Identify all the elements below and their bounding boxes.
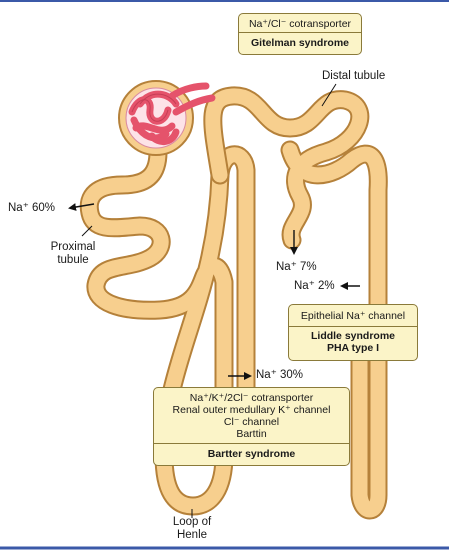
gitelman-syndrome-label: Gitelman syndrome [239, 32, 361, 51]
na-30-label: Na⁺ 30% [256, 369, 303, 382]
proximal-tubule-label: Proximal tubule [44, 241, 102, 267]
loop-of-henle-line1: Loop of [160, 516, 224, 529]
romk-label: Renal outer medullary K⁺ channel [154, 404, 349, 416]
enac-channel-label: Epithelial Na⁺ channel [289, 305, 417, 326]
cl-channel-label: Cl⁻ channel [154, 416, 349, 428]
bartter-syndrome-label: Bartter syndrome [154, 443, 349, 462]
na-7-label: Na⁺ 7% [276, 261, 317, 274]
pha-type-1-label: PHA type I [289, 342, 417, 354]
loop-of-henle-label: Loop of Henle [160, 516, 224, 542]
gitelman-box: Na⁺/Cl⁻ cotransporter Gitelman syndrome [238, 13, 362, 55]
nkcc2-label: Na⁺/K⁺/2Cl⁻ cotransporter [154, 392, 349, 404]
proximal-tubule-line2: tubule [44, 254, 102, 267]
liddle-box: Epithelial Na⁺ channel Liddle syndrome P… [288, 304, 418, 361]
na-2-label: Na⁺ 2% [294, 280, 335, 293]
loop-of-henle-line2: Henle [160, 529, 224, 542]
liddle-syndrome-label: Liddle syndrome [289, 330, 417, 342]
nacl-cotransporter-label: Na⁺/Cl⁻ cotransporter [239, 14, 361, 32]
bartter-transporters: Na⁺/K⁺/2Cl⁻ cotransporter Renal outer me… [154, 388, 349, 443]
barttin-label: Barttin [154, 428, 349, 440]
na-60-label: Na⁺ 60% [8, 202, 55, 215]
proximal-tubule-line1: Proximal [44, 241, 102, 254]
glomerulus [119, 81, 212, 155]
liddle-syndrome-group: Liddle syndrome PHA type I [289, 326, 417, 354]
distal-tubule-label: Distal tubule [322, 70, 385, 83]
bartter-box: Na⁺/K⁺/2Cl⁻ cotransporter Renal outer me… [153, 387, 350, 466]
